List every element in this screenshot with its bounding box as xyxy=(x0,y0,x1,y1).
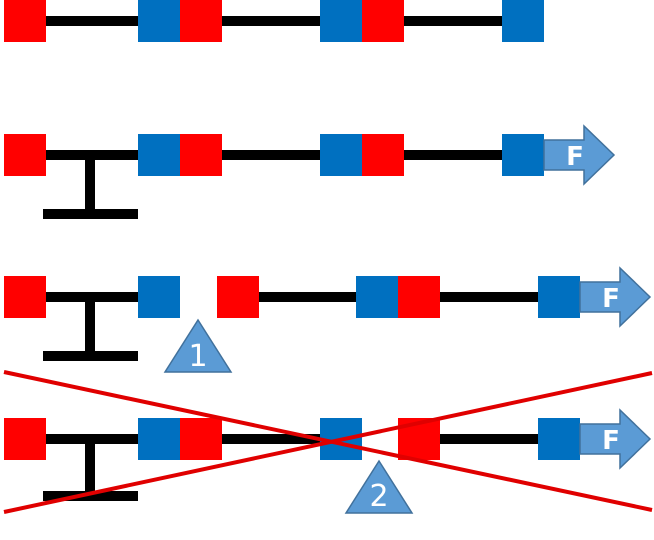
row2-force-arrow-icon xyxy=(543,124,616,186)
row-4-chain: F 2 xyxy=(4,408,652,514)
row4-blue-block-1 xyxy=(138,418,180,460)
row3-force-label: F xyxy=(602,284,620,314)
row1-red-block-2 xyxy=(180,0,222,42)
row1-blue-block-2 xyxy=(320,0,362,42)
row1-blue-block-3 xyxy=(502,0,544,42)
cross-line-2 xyxy=(3,371,653,514)
row2-red-block-1 xyxy=(4,134,46,176)
row4-red-block-1 xyxy=(4,418,46,460)
row3-marker-label: 1 xyxy=(188,339,207,374)
row2-force-label: F xyxy=(566,142,584,172)
row2-red-block-3 xyxy=(362,134,404,176)
row3-blue-block-2 xyxy=(356,276,398,318)
row4-force-arrow-icon xyxy=(579,408,652,470)
row3-marker-triangle-icon xyxy=(163,318,233,373)
row3-force-arrow-icon xyxy=(579,266,652,328)
row1-blue-block-1 xyxy=(138,0,180,42)
row2-blue-block-1 xyxy=(138,134,180,176)
row-2-chain: F xyxy=(4,124,616,219)
row2-blue-block-3 xyxy=(502,134,544,176)
row3-blue-block-3 xyxy=(538,276,580,318)
cross-out-icon xyxy=(3,370,653,514)
row4-marker-triangle-icon xyxy=(344,459,414,514)
row2-red-block-2 xyxy=(180,134,222,176)
row3-red-block-1 xyxy=(4,276,46,318)
row1-red-block-3 xyxy=(362,0,404,42)
row3-blue-block-1 xyxy=(138,276,180,318)
row3-red-block-3 xyxy=(398,276,440,318)
row4-marker-label: 2 xyxy=(369,479,388,514)
row-1-chain xyxy=(4,0,544,42)
row4-force-label: F xyxy=(602,426,620,456)
row-3-chain: F 1 xyxy=(4,266,652,374)
row2-blue-block-2 xyxy=(320,134,362,176)
row1-red-block-1 xyxy=(4,0,46,42)
row4-blue-block-3 xyxy=(538,418,580,460)
row4-red-block-2 xyxy=(180,418,222,460)
row3-red-block-2 xyxy=(217,276,259,318)
